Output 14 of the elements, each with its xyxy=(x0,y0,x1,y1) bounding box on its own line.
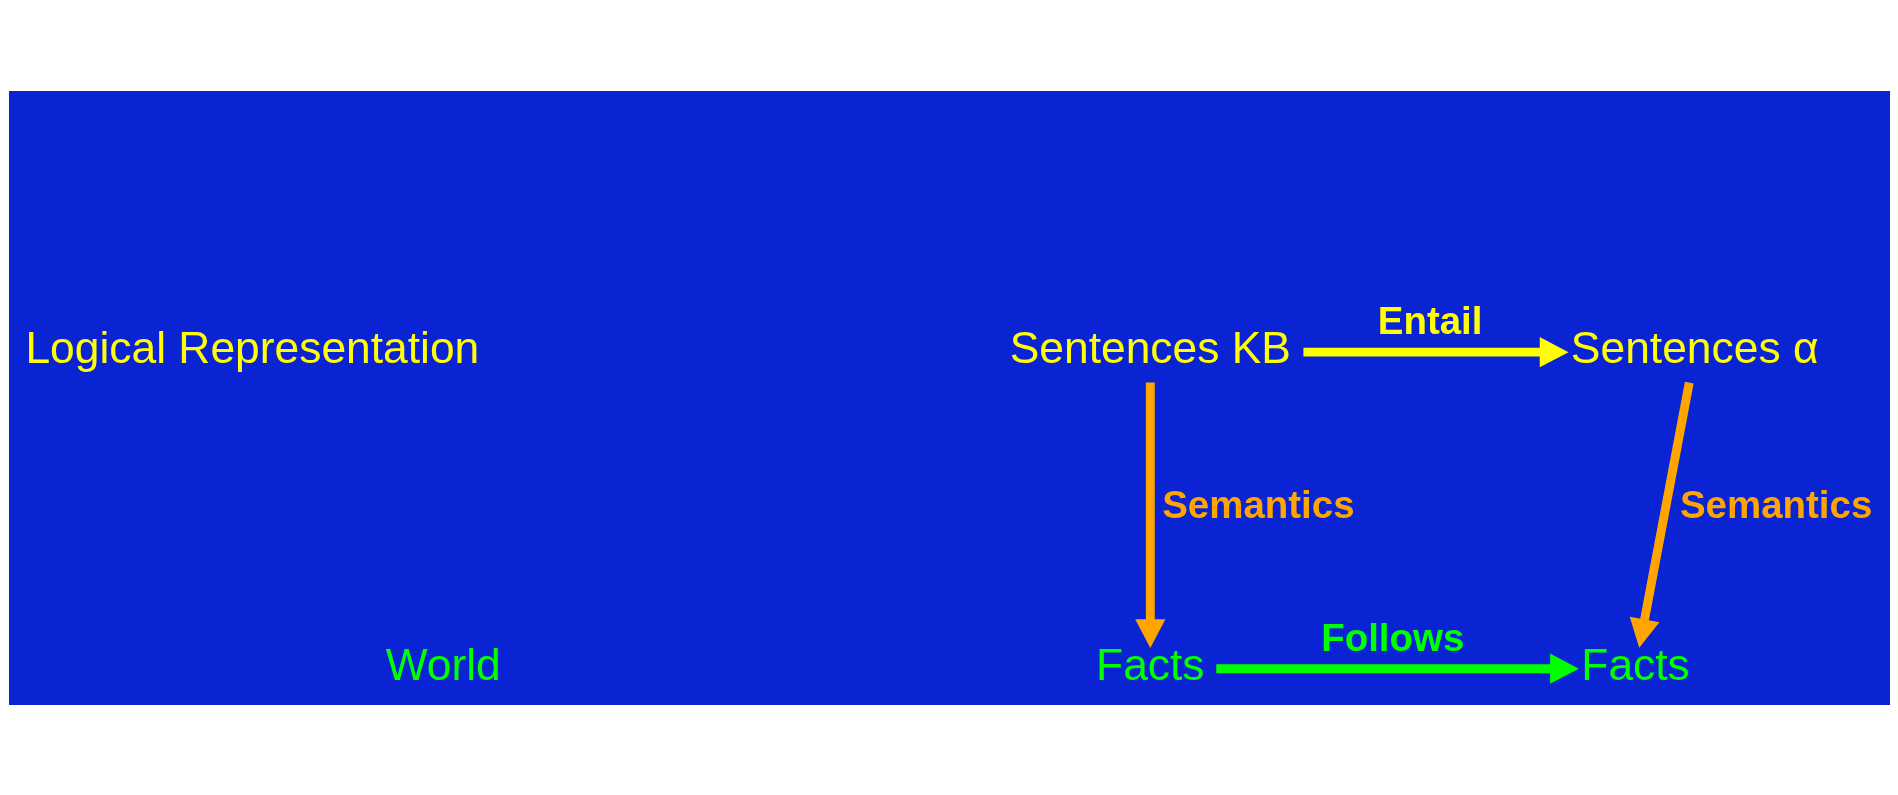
label: World xyxy=(385,639,501,689)
node-text: Facts xyxy=(1580,639,1690,689)
edge-label: Follows xyxy=(1320,615,1464,659)
node-text: Facts xyxy=(1095,639,1205,689)
node-text: Sentences α xyxy=(1570,322,1819,372)
arrow xyxy=(1215,653,1579,684)
edge-label: Semantics xyxy=(1679,482,1872,526)
edge-label: Entail xyxy=(1377,298,1482,342)
arrow xyxy=(1134,382,1165,648)
label: Logical Representation xyxy=(24,322,479,372)
edge-label: Semantics xyxy=(1161,482,1355,526)
arrow xyxy=(1629,381,1694,648)
node-text: Sentences KB xyxy=(1009,322,1291,372)
arrow xyxy=(1302,336,1569,367)
